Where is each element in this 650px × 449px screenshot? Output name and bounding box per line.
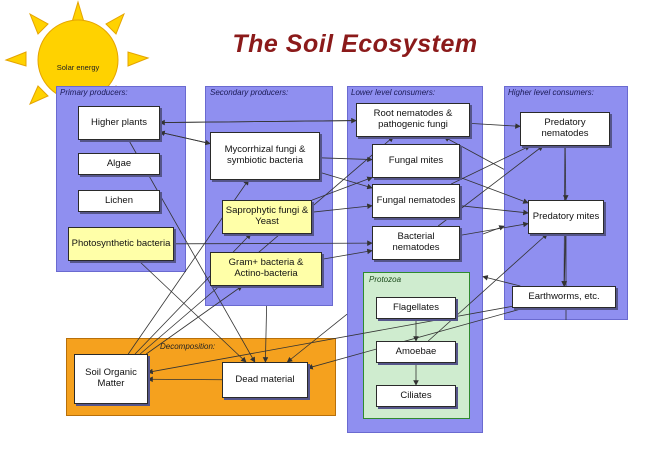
arrow-fungal_nematodes-to-predatory_mites [459,205,529,216]
lichen-node: Lichen [78,190,160,212]
soil-organic-matter-node: Soil Organic Matter [74,354,148,404]
ciliates-node: Ciliates [376,385,456,407]
secondary-producers-label: Secondary producers: [210,88,289,97]
predatory-mites-node: Predatory mites [528,200,604,234]
arrow-soil_organic_matter-to-gram_bacteria [145,285,243,355]
earthworms-node: Earthworms, etc. [512,286,616,308]
algae-node: Algae [78,153,160,175]
saprophytic-fungi-node: Saprophytic fungi & Yeast [222,200,312,234]
amoebae-node: Amoebae [376,341,456,363]
arrow-secondary_panel-to-dead_material [262,305,269,363]
arrow-gram_bacteria-to-bacterial_nematodes [321,248,373,260]
page-title: The Soil Ecosystem [232,30,478,58]
flagellates-node: Flagellates [376,297,456,319]
dead-material-node: Dead material [222,362,308,398]
fungal-mites-node: Fungal mites [372,144,460,178]
arrow-lower_panel-to-dead_material [286,313,348,363]
bacterial-nematodes-node: Bacterial nematodes [372,226,460,260]
gram-bacteria-node: Gram+ bacteria & Actino-bacteria [210,252,322,286]
arrow-photosynthetic_bacteria-to-bacterial_nematodes [173,240,373,246]
arrow-predatory_nematodes-to-predatory_mites [562,145,569,201]
arrow-higher_plants-to-mycorrhizal_fungi [159,131,211,146]
lower-consumers-label: Lower level consumers: [351,88,436,97]
higher-consumers-label: Higher level consumers: [508,88,594,97]
predatory-nematodes-node: Predatory nematodes [520,112,610,146]
arrow-higher_plants-to-dead_material [128,139,256,363]
decomposition-label: Decomposition: [160,342,216,351]
arrow-earthworms-to-soil_organic_matter [147,306,513,375]
arrow-root_nematodes-to-higher_plants [159,119,357,126]
arrow-higher_panel-to-root_nematodes [443,136,505,170]
higher-plants-node: Higher plants [78,106,160,140]
arrow-earthworms-to-dead_material [307,307,525,370]
arrow-earthworms-to-lower_panel [482,275,521,287]
arrow-fungal_nematodes-to-predatory_nematodes [451,145,531,185]
mycorrhizal-fungi-node: Mycorrhizal fungi & symbiotic bacteria [210,132,320,180]
arrow-mycorrhizal_fungi-to-fungal_nematodes [319,172,373,190]
protozoa-label: Protozoa [369,275,402,284]
arrow-fungal_mites-to-predatory_mites [459,177,529,204]
arrow-bacterial_nematodes-to-predatory_mites [459,221,529,236]
fungal-nematodes-node: Fungal nematodes [372,184,460,218]
solar-energy-label: Solar energy [56,63,100,72]
arrow-soil_organic_matter-to-root_nematodes [139,136,394,355]
arrow-root_nematodes-to-predatory_nematodes [469,122,521,129]
arrow-saprophytic_fungi-to-fungal_mites [311,176,373,201]
arrow-photosynthetic_bacteria-to-dead_material [138,260,247,363]
primary-producers-label: Primary producers: [60,88,128,97]
arrow-mycorrhizal_fungi-to-fungal_mites [319,156,373,163]
arrow-amoebae-to-predatory_mites [427,233,548,342]
arrow-saprophytic_fungi-to-fungal_nematodes [311,203,373,213]
photosynthetic-bacteria-node: Photosynthetic bacteria [68,227,174,261]
arrow-lower_panel-to-higher_panel [482,225,505,235]
root-nematodes-node: Root nematodes & pathogenic fungi [356,103,470,137]
